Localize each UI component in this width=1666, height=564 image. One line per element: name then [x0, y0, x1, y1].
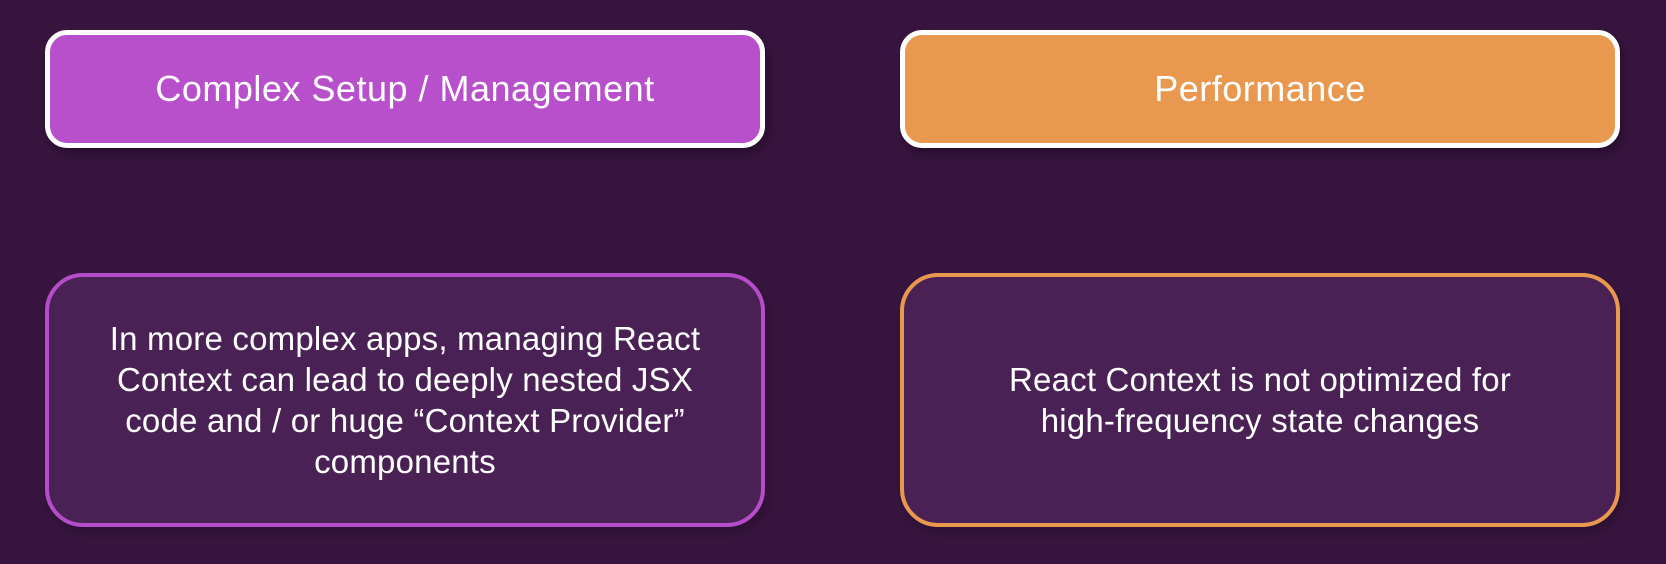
- detail-text-complex-setup: In more complex apps, managing React Con…: [109, 320, 701, 480]
- header-box-complex-setup: Complex Setup / Management: [45, 30, 765, 148]
- detail-text-performance: React Context is not optimized for high-…: [1008, 361, 1512, 439]
- header-box-performance: Performance: [900, 30, 1620, 148]
- detail-box-complex-setup: In more complex apps, managing React Con…: [45, 273, 765, 527]
- header-label-performance: Performance: [1154, 68, 1366, 109]
- header-label-complex-setup: Complex Setup / Management: [155, 68, 655, 109]
- detail-box-performance: React Context is not optimized for high-…: [900, 273, 1620, 527]
